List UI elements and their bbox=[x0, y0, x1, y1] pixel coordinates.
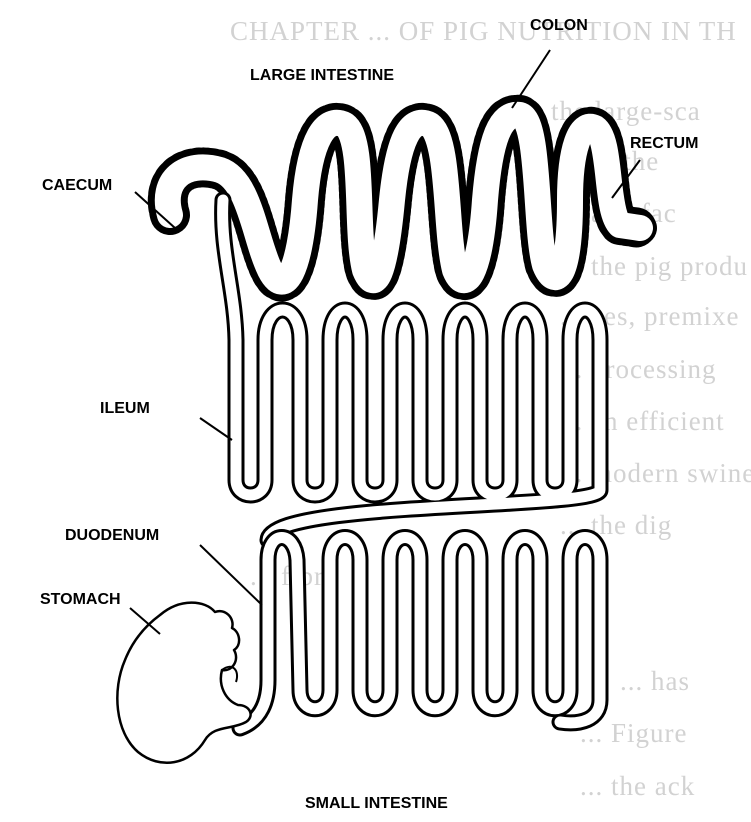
label-ileum: ILEUM bbox=[100, 400, 150, 417]
label-caecum: CAECUM bbox=[42, 177, 112, 194]
bg-text-line-5: ... the pig produ bbox=[560, 251, 748, 281]
label-colon: COLON bbox=[530, 17, 588, 34]
large-intestine bbox=[168, 115, 640, 282]
bg-text-line-9: ... modern swine bbox=[560, 458, 751, 488]
bg-text-line-8: ... an efficient bbox=[560, 406, 725, 436]
bg-text-line-14: ... the ack bbox=[580, 771, 695, 801]
label-stomach: STOMACH bbox=[40, 591, 121, 608]
ileum-leader bbox=[200, 418, 232, 440]
label-small-intestine: SMALL INTESTINE bbox=[305, 795, 448, 812]
stomach-shape bbox=[117, 603, 250, 763]
bg-text-line-7: ... processing bbox=[560, 354, 716, 384]
duodenum-coils bbox=[240, 538, 600, 729]
bg-text-line-1: CHAPTER ... OF PIG NUTRITION IN TH bbox=[230, 16, 737, 46]
bg-text-line-12: ... has bbox=[620, 666, 690, 696]
label-large-intestine: LARGE INTESTINE bbox=[250, 67, 394, 84]
label-duodenum: DUODENUM bbox=[65, 527, 159, 544]
label-rectum: RECTUM bbox=[630, 135, 698, 152]
